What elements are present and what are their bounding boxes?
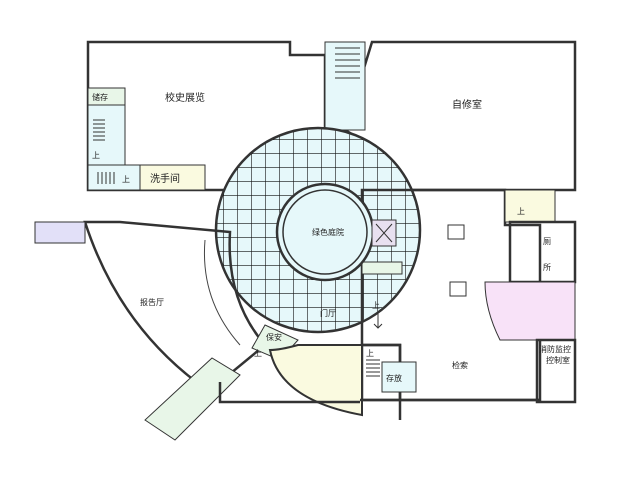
room-deposit[interactable]: 上 存放	[360, 343, 417, 402]
room-restroom-left[interactable]: 洗手间	[139, 164, 206, 191]
room-label: 保安	[266, 332, 282, 342]
stair-up-label: 上	[254, 349, 262, 358]
stair-left: 上 上	[87, 104, 141, 191]
stair-up-label: 上	[366, 349, 374, 358]
room-label: 储存	[92, 92, 108, 102]
entrance-corridor	[34, 221, 86, 244]
room-label: 消防监控	[539, 344, 571, 354]
lobby-label: 门厅	[320, 308, 336, 318]
room-label: 检索	[452, 360, 468, 370]
room-label: 自修室	[452, 98, 482, 111]
ramp	[144, 357, 241, 441]
lower-corridor	[268, 344, 363, 417]
stair-up-label: 上	[92, 151, 100, 160]
room-label: 所	[543, 262, 551, 272]
outer-wall	[218, 382, 540, 420]
room-label: 报告厅	[140, 297, 164, 307]
room-storage[interactable]: 储存	[87, 87, 126, 106]
room-label: 洗手间	[150, 172, 180, 185]
stair-up-label: 上	[372, 301, 380, 310]
room-label: 存放	[386, 373, 402, 383]
room-label: 校史展览	[165, 91, 205, 104]
stair-up-label: 上	[517, 207, 525, 216]
reading-area	[484, 281, 576, 341]
room-fire-control[interactable]: 消防监控 控制室	[535, 338, 577, 404]
stair-up-label: 上	[122, 175, 130, 184]
room-toilet[interactable]: 厕 所	[508, 220, 577, 284]
stair-right	[504, 189, 556, 223]
room-label: 控制室	[546, 355, 570, 365]
room-label: 绿色庭院	[312, 227, 344, 237]
green-courtyard[interactable]: 绿色庭院	[275, 182, 397, 282]
stair-top	[324, 41, 366, 131]
room-label: 厕	[543, 237, 551, 246]
